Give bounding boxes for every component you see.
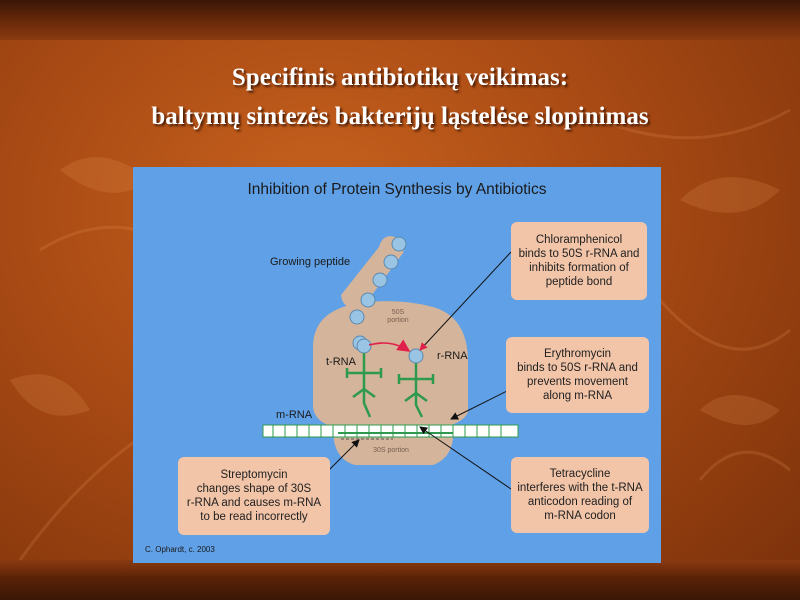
- streptomycin-arrow: [328, 439, 360, 471]
- label-r-rna: r-RNA: [437, 350, 468, 362]
- callout-streptomycin: Streptomycin changes shape of 30S r-RNA …: [178, 457, 330, 535]
- diagram-credit: C. Ophardt, c. 2003: [145, 545, 215, 554]
- peptide-chain: [349, 236, 424, 364]
- callout-erythromycin: Erythromycin binds to 50S r-RNA and prev…: [506, 337, 649, 413]
- m-rna-strand: [262, 424, 519, 438]
- label-t-rna: t-RNA: [326, 356, 356, 368]
- callout-tetracycline: Tetracycline interferes with the t-RNA a…: [511, 457, 649, 533]
- ribosome-small-subunit: [333, 429, 454, 465]
- ribosome-large-subunit: [313, 301, 468, 429]
- top-bar: [0, 0, 800, 40]
- diagram-panel: Inhibition of Protein Synthesis by Antib…: [133, 167, 661, 563]
- label-m-rna: m-RNA: [276, 409, 313, 421]
- label-growing-peptide: Growing peptide: [270, 256, 351, 268]
- label-30s-portion: 30S portion: [373, 447, 409, 454]
- peptide-tail: [341, 236, 404, 309]
- t-rna-right: [397, 363, 435, 418]
- slide-title-line-2: baltymų sintezės bakterijų ląstelėse slo…: [151, 103, 649, 130]
- slide-title-line-1: Specifinis antibiotikų veikimas:: [231, 64, 569, 91]
- ribosome-diagram: [262, 236, 519, 490]
- t-rna-left: [345, 353, 383, 418]
- bottom-bar: [0, 560, 800, 600]
- erythromycin-arrow: [450, 388, 512, 420]
- diagram-title: Inhibition of Protein Synthesis by Antib…: [247, 181, 547, 198]
- callout-chloramphenicol: Chloramphenicol binds to 50S r-RNA and i…: [511, 222, 647, 300]
- tetracycline-arrow: [419, 426, 512, 490]
- label-50s-portion: 50S portion: [387, 309, 409, 324]
- chloramphenicol-arrow: [419, 251, 512, 351]
- peptide-transfer-arrow: [368, 339, 411, 352]
